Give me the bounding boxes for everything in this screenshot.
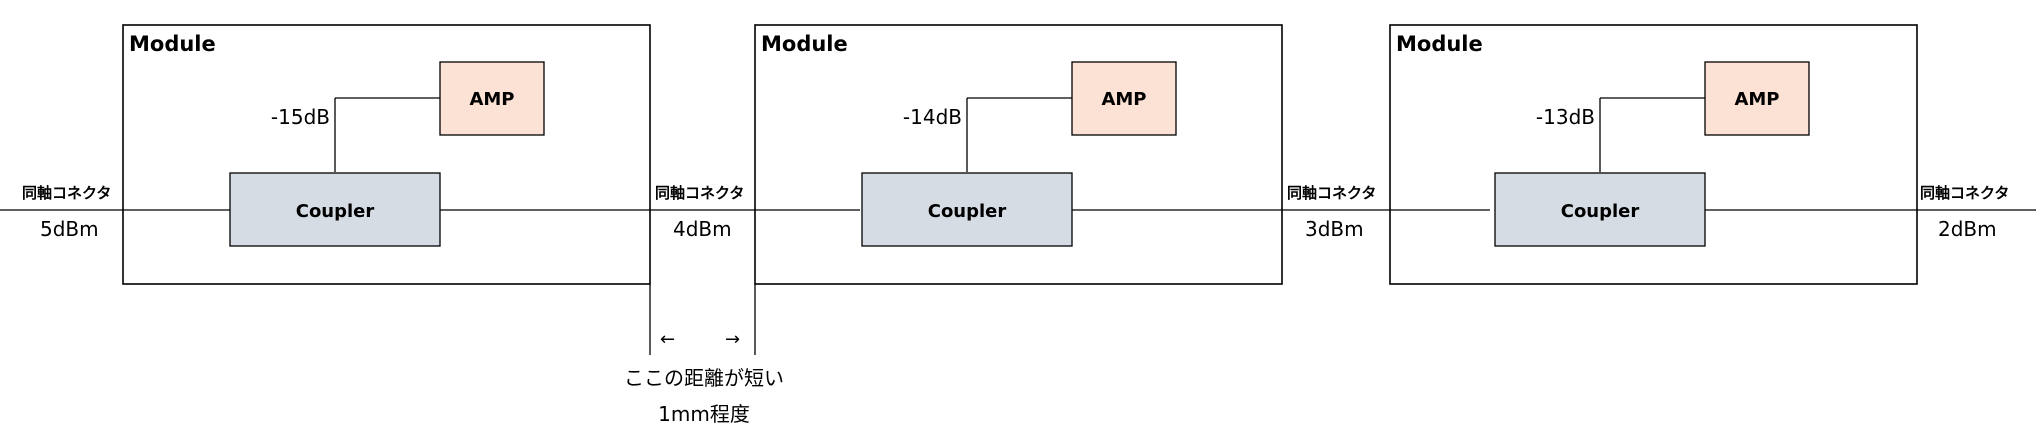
module-2-frame xyxy=(754,24,1283,285)
connector-3-power: 3dBm xyxy=(1305,217,1364,241)
connector-1-power: 5dBm xyxy=(40,217,99,241)
gap-note-line1: ここの距離が短い xyxy=(624,366,784,390)
module-2-amp-box xyxy=(1071,61,1177,136)
connector-1-label: 同軸コネクタ xyxy=(22,184,111,202)
module-2-coupler-box xyxy=(861,172,1073,247)
module-1-frame xyxy=(122,24,651,285)
module-1-coupler-box xyxy=(229,172,441,247)
gap-arrow-right: → xyxy=(725,329,740,350)
module-2-coupling-db: -14dB xyxy=(903,105,962,129)
module-3-coupler-box xyxy=(1494,172,1706,247)
module-3-amp-label: AMP xyxy=(1734,89,1779,110)
module-1: Module -15dB AMP Coupler xyxy=(122,24,651,285)
module-3: Module -13dB AMP Coupler xyxy=(1389,24,1918,285)
module-2-label: Module xyxy=(761,32,848,56)
gap-arrow-left: ← xyxy=(660,329,675,350)
module-1-amp-label: AMP xyxy=(469,89,514,110)
connector-3-label: 同軸コネクタ xyxy=(1287,184,1376,202)
module-3-coupling-db: -13dB xyxy=(1536,105,1595,129)
connector-4-label: 同軸コネクタ xyxy=(1920,184,2009,202)
gap-annotation: ← → ここの距離が短い 1mm程度 xyxy=(624,284,784,426)
module-3-coupler-label: Coupler xyxy=(1561,201,1640,222)
module-1-coupler-label: Coupler xyxy=(296,201,375,222)
module-2-amp-label: AMP xyxy=(1101,89,1146,110)
module-1-amp-box xyxy=(439,61,545,136)
module-2: Module -14dB AMP Coupler xyxy=(754,24,1283,285)
module-1-coupling-db: -15dB xyxy=(271,105,330,129)
connector-4-power: 2dBm xyxy=(1938,217,1997,241)
module-3-amp-box xyxy=(1704,61,1810,136)
module-3-label: Module xyxy=(1396,32,1483,56)
gap-note-line2: 1mm程度 xyxy=(658,402,750,426)
module-2-coupler-label: Coupler xyxy=(928,201,1007,222)
connector-2-label: 同軸コネクタ xyxy=(655,184,744,202)
connector-2-power: 4dBm xyxy=(673,217,732,241)
module-1-label: Module xyxy=(129,32,216,56)
module-3-frame xyxy=(1389,24,1918,285)
